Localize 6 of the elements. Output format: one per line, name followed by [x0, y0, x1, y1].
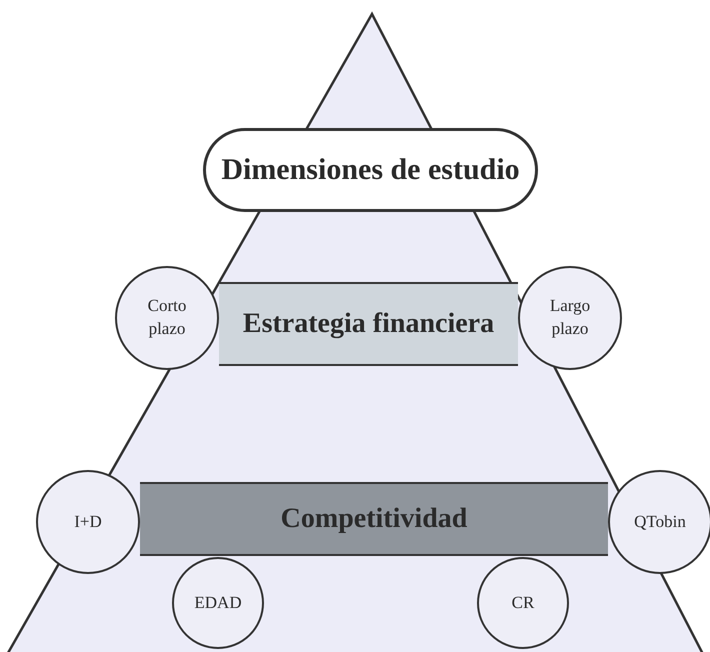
item-circle: Corto plazo: [115, 266, 219, 370]
item-circle: QTobin: [608, 470, 710, 574]
item-circle: Largo plazo: [518, 266, 622, 370]
title-pill: Dimensiones de estudio: [203, 128, 538, 212]
tier-band: Estrategia financiera: [219, 282, 518, 366]
tier-band: Competitividad: [140, 482, 608, 556]
